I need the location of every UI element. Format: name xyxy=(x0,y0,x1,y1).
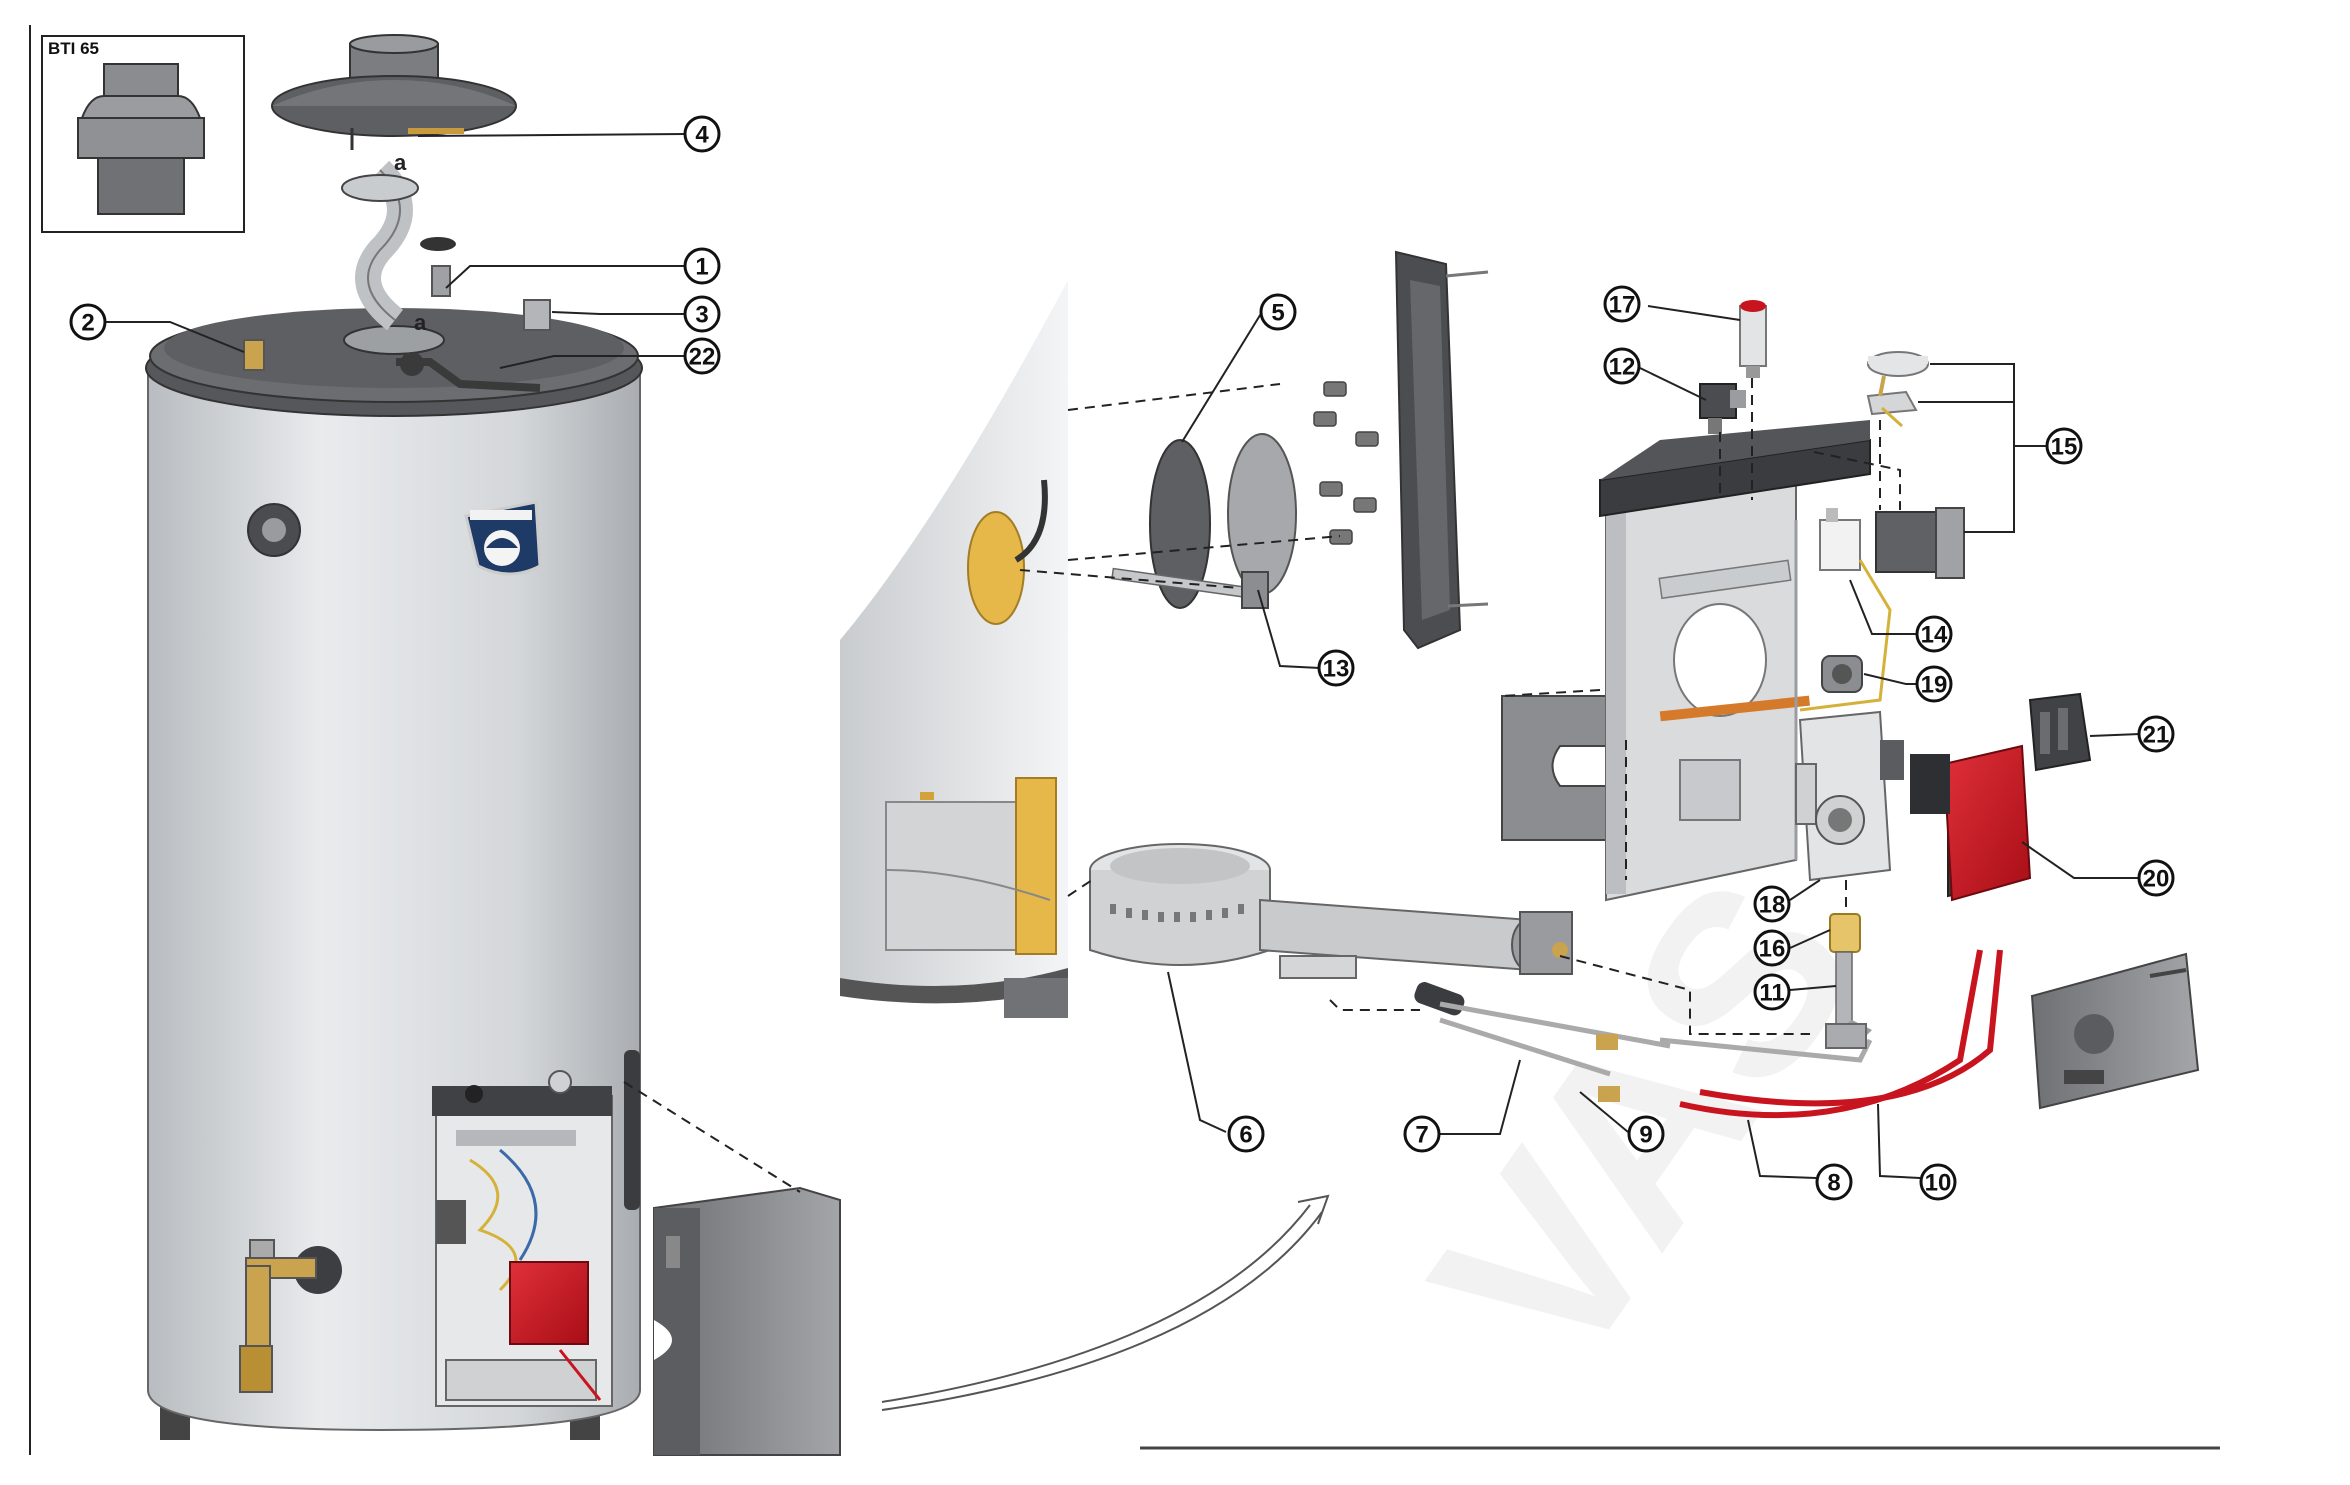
anode-fitting xyxy=(431,265,451,297)
callout-15: 15 xyxy=(2045,427,2083,465)
direction-arrow xyxy=(881,1194,1330,1411)
svg-text:17: 17 xyxy=(1609,292,1636,319)
reset-switch-17 xyxy=(1739,300,1767,378)
callout-18: 18 xyxy=(1753,885,1791,923)
gas-control-valve-18 xyxy=(1795,710,1904,882)
svg-text:16: 16 xyxy=(1759,936,1786,963)
control-panel-frame xyxy=(1501,420,1871,902)
callout-2: 2 xyxy=(69,303,107,341)
thermocouple-wire-8 xyxy=(1679,949,1983,1119)
callout-17: 17 xyxy=(1603,285,1641,323)
svg-text:7: 7 xyxy=(1415,1122,1428,1149)
water-heater: a a xyxy=(145,34,643,1440)
letter-a: a xyxy=(414,310,427,335)
svg-text:5: 5 xyxy=(1271,300,1284,327)
outer-access-panel xyxy=(653,1186,841,1456)
callout-13: 13 xyxy=(1317,649,1355,687)
svg-text:4: 4 xyxy=(695,122,709,149)
cover-21 xyxy=(2028,692,2092,772)
callout-11: 11 xyxy=(1753,973,1791,1011)
svg-text:22: 22 xyxy=(689,344,716,371)
svg-text:12: 12 xyxy=(1609,354,1636,381)
callout-10: 10 xyxy=(1919,1163,1957,1201)
callout-20: 20 xyxy=(2137,859,2175,897)
svg-text:11: 11 xyxy=(1759,980,1784,1007)
drain-valve xyxy=(239,1239,342,1393)
gas-pipe-11 xyxy=(1825,951,1872,1049)
svg-text:2: 2 xyxy=(81,310,94,337)
callout-16: 16 xyxy=(1753,929,1791,967)
control-module xyxy=(509,1261,589,1345)
svg-text:15: 15 xyxy=(2051,434,2078,461)
inset-label: BTI 65 xyxy=(48,39,99,58)
cover-bolts xyxy=(1313,381,1379,545)
tank-cutaway xyxy=(840,280,1068,1018)
inspection-cover-group xyxy=(1111,250,1489,650)
valve-12 xyxy=(1699,383,1746,434)
callout-9: 9 xyxy=(1627,1115,1665,1153)
svg-text:8: 8 xyxy=(1827,1170,1840,1197)
letter-a: a xyxy=(394,150,407,175)
svg-text:9: 9 xyxy=(1639,1122,1652,1149)
front-access-panel xyxy=(2030,952,2200,1110)
cold-inlet-fitting xyxy=(243,339,265,371)
callout-7: 7 xyxy=(1403,1115,1441,1153)
callout-14: 14 xyxy=(1915,615,1953,653)
callout-4: 4 xyxy=(683,115,721,153)
burner-assembly xyxy=(1089,843,1573,979)
callout-6: 6 xyxy=(1227,1115,1265,1153)
svg-text:6: 6 xyxy=(1239,1122,1252,1149)
leader-lines xyxy=(104,133,2141,1179)
callout-8: 8 xyxy=(1815,1163,1853,1201)
thermocouple-wire-10 xyxy=(1699,949,2003,1107)
flue-collar xyxy=(343,325,445,355)
inset-box: BTI 65 xyxy=(41,35,245,233)
inset-flue-adapter xyxy=(77,63,205,215)
draft-hood-bracket xyxy=(408,128,464,134)
controller-20 xyxy=(1910,744,2032,902)
svg-text:19: 19 xyxy=(1921,672,1948,699)
brand-logo xyxy=(464,500,542,576)
hot-outlet-fitting xyxy=(523,299,551,331)
svg-text:18: 18 xyxy=(1759,892,1786,919)
callouts: 1 2 3 4 22 5 13 17 12 15 14 19 21 20 18 … xyxy=(69,115,2175,1201)
svg-text:14: 14 xyxy=(1921,622,1948,649)
burner-ports xyxy=(1110,904,1244,922)
svg-text:1: 1 xyxy=(695,254,708,281)
svg-text:20: 20 xyxy=(2143,866,2170,893)
anode-port-insulation xyxy=(967,511,1025,625)
callout-21: 21 xyxy=(2137,715,2175,753)
callout-22: 22 xyxy=(683,337,721,375)
switch-14 xyxy=(1799,508,1892,712)
svg-text:21: 21 xyxy=(2143,722,2170,749)
gas-fitting-16 xyxy=(1829,913,1861,953)
control-compartment xyxy=(432,1070,613,1407)
draft-hood xyxy=(271,34,517,150)
component-15-group xyxy=(1866,351,1965,579)
callout-3: 3 xyxy=(683,295,721,333)
callout-19: 19 xyxy=(1915,665,1953,703)
callout-12: 12 xyxy=(1603,347,1641,385)
callout-1: 1 xyxy=(683,247,721,285)
connector-19 xyxy=(1821,655,1863,693)
callout-5: 5 xyxy=(1259,293,1297,331)
svg-text:3: 3 xyxy=(695,302,708,329)
svg-text:13: 13 xyxy=(1323,656,1350,683)
inspection-plate xyxy=(1227,433,1297,595)
svg-text:10: 10 xyxy=(1925,1170,1952,1197)
cover-gasket xyxy=(1149,439,1211,609)
